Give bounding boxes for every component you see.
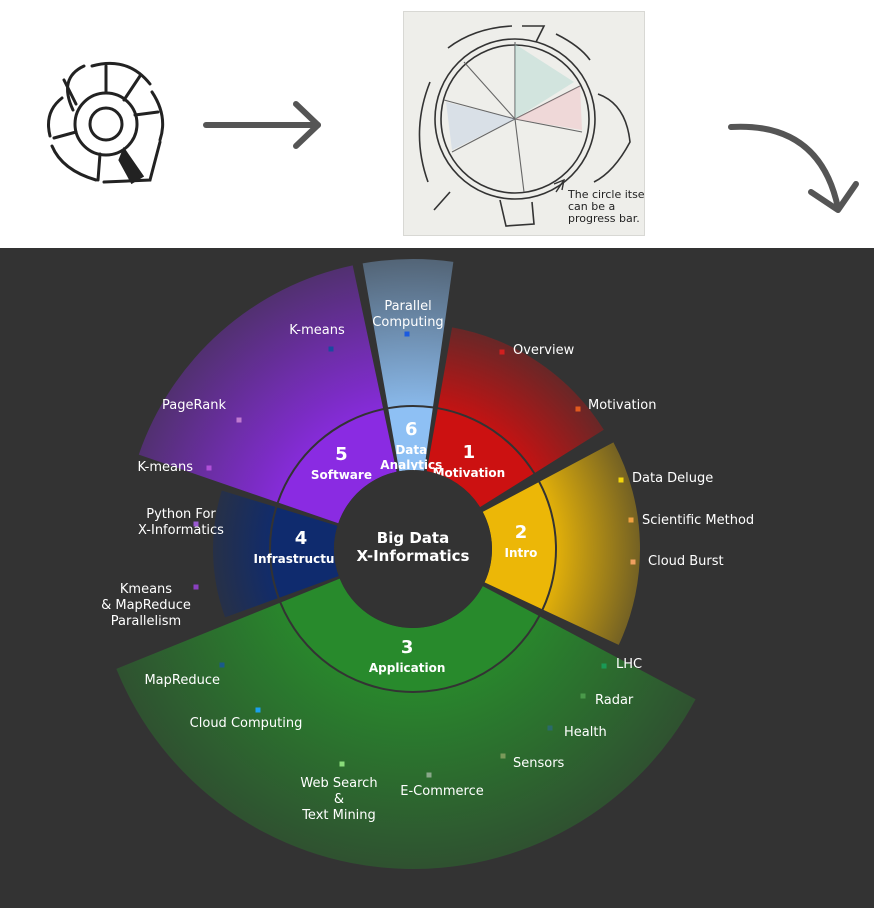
- section-label-data-analytics: Data: [395, 443, 427, 457]
- item-label-data-analytics-1[interactable]: Parallel: [384, 299, 431, 314]
- section-number-application: 3: [401, 637, 414, 658]
- outer-segment-motivation[interactable]: [438, 327, 604, 473]
- item-dot-application-3: [500, 753, 506, 759]
- item-label-software-2[interactable]: X-Informatics: [138, 523, 224, 538]
- item-dot-application-4: [426, 772, 432, 778]
- item-label-application-5[interactable]: Text Mining: [301, 808, 376, 823]
- item-dot-application-0: [601, 663, 607, 669]
- item-label-software-1[interactable]: K-means: [138, 460, 194, 475]
- item-label-software-3[interactable]: & MapReduce: [101, 598, 191, 613]
- process-illustration: [47, 61, 859, 213]
- item-dot-application-1: [580, 693, 586, 699]
- sketch-drawing: The circle itself can be a progress bar.: [418, 25, 653, 227]
- section-label-motivation: Motivation: [433, 466, 506, 480]
- section-number-infrastructure: 4: [295, 528, 308, 549]
- item-dot-application-2: [547, 725, 553, 731]
- item-dot-software-3: [193, 584, 199, 590]
- inner-segment-infrastructure[interactable]: [271, 507, 339, 598]
- item-dot-intro-2: [630, 559, 636, 565]
- item-dot-software-2: [193, 521, 199, 527]
- section-label-application: Application: [369, 661, 446, 675]
- section-label-data-analytics: Analytics: [380, 458, 442, 472]
- item-label-motivation-0[interactable]: Overview: [513, 343, 575, 358]
- section-label-intro: Intro: [505, 546, 538, 560]
- item-dot-infrastructure-1: [255, 707, 261, 713]
- inner-segment-intro[interactable]: [482, 482, 555, 610]
- item-label-application-5[interactable]: Web Search: [300, 776, 377, 791]
- item-label-application-0[interactable]: LHC: [616, 657, 642, 672]
- item-label-data-analytics-0[interactable]: K-means: [289, 323, 345, 338]
- item-label-application-5[interactable]: &: [334, 792, 344, 807]
- inner-segment-software[interactable]: [278, 410, 397, 524]
- section-number-motivation: 1: [463, 442, 476, 463]
- item-label-intro-2[interactable]: Cloud Burst: [648, 554, 724, 569]
- item-label-data-analytics-1[interactable]: Computing: [372, 315, 443, 330]
- outer-segment-software[interactable]: [138, 265, 384, 503]
- section-number-data-analytics: 6: [405, 419, 418, 440]
- item-label-motivation-1[interactable]: Motivation: [588, 398, 656, 413]
- sketch-note: The circle itself can be a progress bar.: [567, 188, 644, 225]
- section-number-intro: 2: [515, 522, 528, 543]
- item-dot-infrastructure-0: [219, 662, 225, 668]
- item-label-software-3[interactable]: Parallelism: [111, 614, 181, 629]
- item-dot-intro-0: [618, 477, 624, 483]
- item-label-software-0[interactable]: PageRank: [162, 398, 226, 413]
- item-dot-motivation-0: [499, 349, 505, 355]
- item-dot-application-5: [339, 761, 345, 767]
- item-dot-motivation-1: [575, 406, 581, 412]
- section-label-software: Software: [311, 468, 372, 482]
- center-title-line-2: X-Informatics: [357, 547, 470, 565]
- center-hole: [334, 470, 492, 628]
- item-label-intro-0[interactable]: Data Deluge: [632, 471, 713, 486]
- item-label-infrastructure-0[interactable]: MapReduce: [144, 673, 220, 688]
- item-dot-software-1: [206, 465, 212, 471]
- item-label-intro-1[interactable]: Scientific Method: [642, 513, 754, 528]
- curved-down-arrow-icon: [728, 123, 859, 213]
- item-dot-data-analytics-1: [404, 331, 410, 337]
- sketch-photo: The circle itself can be a progress bar.: [403, 11, 653, 236]
- inner-segment-motivation[interactable]: [426, 409, 534, 508]
- right-arrow-icon: [203, 101, 321, 149]
- outer-segment-application[interactable]: [116, 602, 696, 869]
- inner-segment-application[interactable]: [281, 578, 539, 691]
- sunburst-diagram: 1MotivationOverviewMotivation2IntroData …: [101, 259, 754, 869]
- item-label-software-3[interactable]: Kmeans: [120, 582, 172, 597]
- section-number-software: 5: [335, 444, 348, 465]
- inner-segment-data-analytics[interactable]: [388, 407, 433, 472]
- item-label-application-2[interactable]: Health: [564, 725, 607, 740]
- item-label-application-1[interactable]: Radar: [595, 693, 634, 708]
- item-label-application-4[interactable]: E-Commerce: [400, 784, 483, 799]
- outer-segment-intro[interactable]: [540, 442, 640, 645]
- outer-segment-infrastructure[interactable]: [213, 490, 278, 618]
- item-label-application-3[interactable]: Sensors: [513, 756, 565, 771]
- item-dot-intro-1: [628, 517, 634, 523]
- doodle-sketch-icon: [47, 61, 165, 185]
- center-title-line-1: Big Data: [377, 529, 449, 547]
- item-label-infrastructure-1[interactable]: Cloud Computing: [190, 716, 303, 731]
- item-dot-data-analytics-0: [328, 346, 334, 352]
- section-label-infrastructure: Infrastructure: [254, 552, 349, 566]
- item-dot-software-0: [236, 417, 242, 423]
- item-label-software-2[interactable]: Python For: [146, 507, 216, 522]
